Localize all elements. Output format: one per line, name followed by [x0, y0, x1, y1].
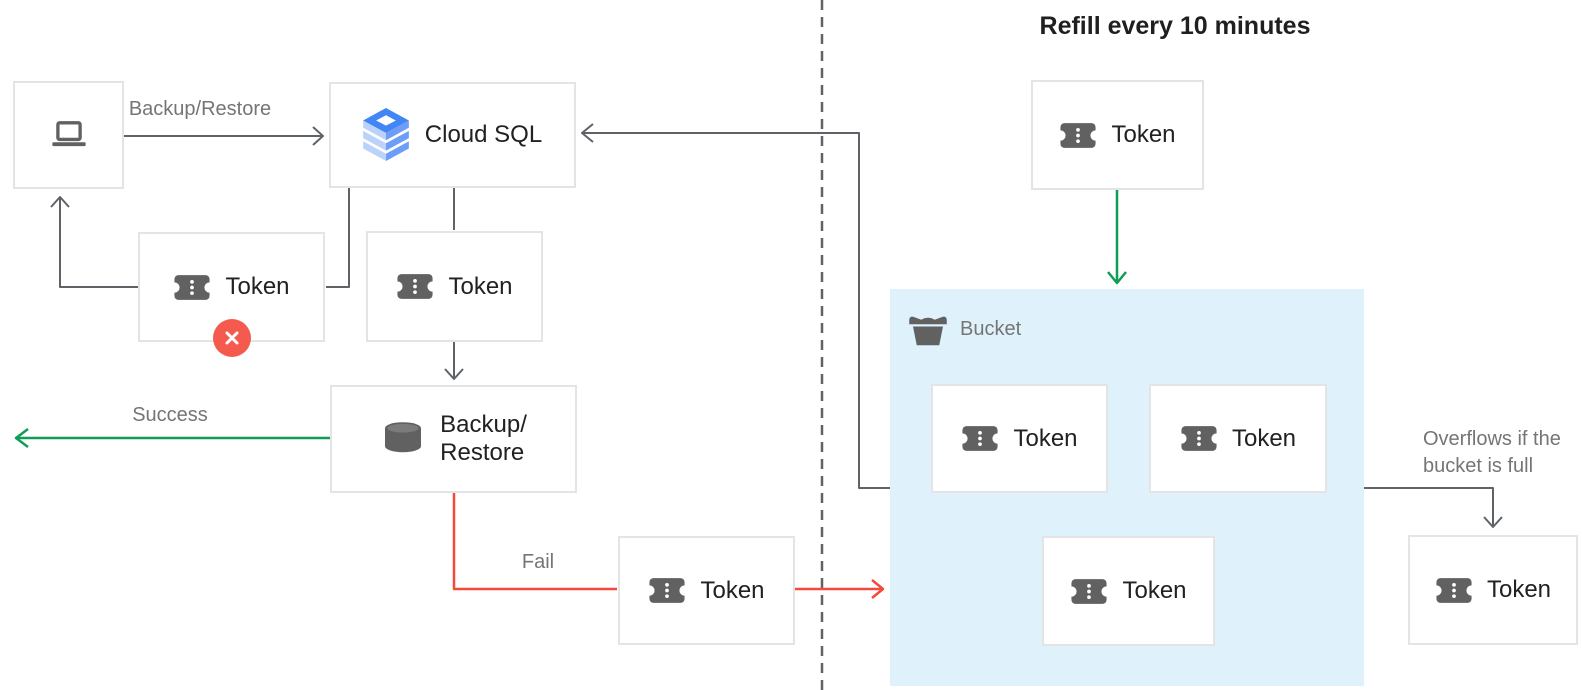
edge-fail [452, 493, 617, 591]
token-label: Token [1486, 576, 1552, 603]
token-icon [1059, 122, 1098, 148]
token-icon [1070, 578, 1109, 604]
database-icon [385, 422, 422, 453]
cloud-sql-icon [362, 108, 409, 161]
cloud-sql-node: Cloud SQL [329, 82, 576, 188]
client-node [13, 81, 124, 189]
arrowhead-token-to-backup [444, 368, 464, 380]
laptop-icon [51, 121, 86, 147]
arrowhead-success [14, 428, 29, 448]
token-rejected-node: Token [138, 232, 325, 357]
overflow-label-line2: bucket is full [1423, 455, 1534, 477]
bucket-label: Bucket [960, 318, 1022, 340]
token-overflow-node: Token [1408, 535, 1578, 645]
overflow-label-line1: Overflows if the [1423, 428, 1561, 450]
bucket-token-1: Token [931, 384, 1108, 493]
token-icon [1179, 426, 1218, 451]
token-to-backup-node: Token [366, 231, 543, 342]
arrowhead-token-to-client [50, 196, 70, 208]
token-label: Token [448, 272, 513, 300]
fail-edge-label: Fail [521, 551, 555, 573]
backup-restore-label-line1: Backup/ [440, 410, 527, 438]
bucket-token-2: Token [1149, 384, 1327, 493]
error-x-badge [212, 319, 251, 357]
token-label: Token [225, 273, 290, 300]
token-icon [396, 274, 435, 299]
bucket-token-3: Token [1042, 536, 1215, 646]
refill-title: Refill every 10 minutes [1039, 12, 1311, 40]
token-icon [961, 426, 1000, 451]
arrowhead-client-to-cloudsql [312, 126, 324, 146]
arrowhead-bucket-to-cloudsql [581, 123, 594, 143]
backup-restore-label-line2: Restore [440, 439, 525, 466]
token-label: Token [700, 576, 765, 604]
token-label: Token [1122, 577, 1187, 604]
cloud-sql-label: Cloud SQL [424, 121, 543, 148]
token-icon [648, 578, 687, 603]
backup-restore-label: Backup/ Restore [440, 411, 527, 468]
backup-restore-edge-label: Backup/Restore [128, 98, 272, 120]
token-icon [1434, 577, 1473, 603]
edge-cloudsql-to-rejected-token [326, 188, 350, 288]
token-label: Token [1013, 424, 1078, 452]
token-icon [173, 274, 212, 300]
bucket-header: Bucket [908, 313, 1021, 346]
arrowhead-overflow [1483, 516, 1503, 528]
edge-overflow [1364, 487, 1494, 526]
bucket-icon [909, 316, 947, 346]
token-label: Token [1231, 424, 1297, 452]
edge-rejected-token-to-client [59, 198, 138, 288]
edge-bucket-to-cloudsql [583, 132, 890, 489]
x-icon [225, 331, 238, 345]
arrowhead-refill [1107, 271, 1127, 285]
success-edge-label: Success [132, 404, 208, 426]
token-label: Token [1111, 121, 1176, 148]
backup-restore-node: Backup/ Restore [330, 385, 577, 493]
arrowhead-fail-to-bucket [871, 579, 885, 599]
overflow-edge-label: Overflows if the bucket is full [1423, 426, 1561, 480]
token-refill-node: Token [1031, 80, 1204, 190]
token-fail-node: Token [618, 536, 795, 645]
